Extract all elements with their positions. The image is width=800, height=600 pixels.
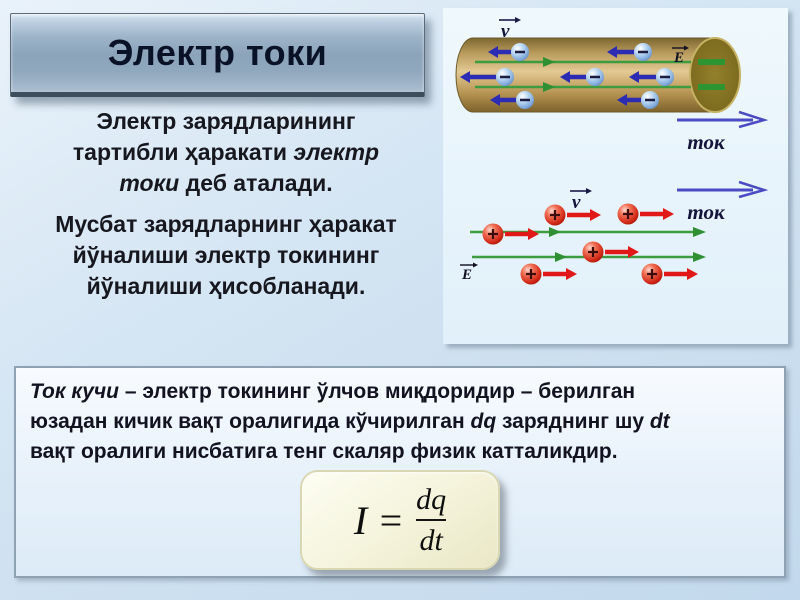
field-arrowhead-icon	[693, 227, 706, 237]
field-arrowhead-icon	[543, 57, 555, 67]
positive-velocity-arrow-icon	[505, 208, 698, 280]
field-arrowhead-icon	[549, 227, 561, 237]
field-line-icon	[475, 60, 691, 89]
velocity-vector-label: v	[570, 188, 592, 213]
current-label: ток	[687, 200, 726, 224]
text-line: Электр зарядларининг	[96, 108, 356, 134]
current-diagram: v E ток ток v	[455, 17, 769, 285]
field-arrowhead-icon	[543, 82, 555, 92]
text-line: йўналиши ҳисобланади.	[86, 273, 366, 299]
text-line: вақт оралиги нисбатига тенг скаляр физик…	[30, 440, 618, 463]
formula-denominator: dt	[416, 519, 447, 557]
paragraph-current-direction: Мусбат зарядларнинг ҳаракат йўналиши эле…	[22, 209, 430, 302]
text-line: юзадан кичик вақт оралигида кўчирилган d…	[30, 410, 670, 433]
title-box: Электр токи	[10, 13, 425, 97]
definition-box: Ток кучи – электр токининг ўлчов миқдори…	[14, 366, 786, 578]
svg-text:v: v	[501, 21, 510, 42]
formula-numerator: dq	[416, 482, 447, 516]
positive-charge-icon	[482, 203, 663, 285]
field-line-on-cap-icon	[698, 59, 725, 65]
electron-velocity-arrow-icon	[460, 46, 656, 106]
text-line: тартибли ҳаракати электр	[72, 139, 380, 165]
formula-lhs: I =	[353, 497, 405, 543]
field-arrowhead-icon	[555, 252, 567, 262]
svg-text:v: v	[572, 192, 581, 213]
illustration-panel: v E ток ток v	[443, 8, 788, 344]
formula-fraction: dq dt	[416, 482, 447, 557]
current-direction-arrow-icon	[677, 180, 769, 199]
paragraph-current-definition: Электр зарядларининг тартибли ҳаракати э…	[22, 106, 430, 199]
field-line-icon	[470, 230, 695, 259]
electron-icon	[496, 43, 674, 109]
field-line-on-cap-icon	[698, 84, 725, 90]
current-direction-arrow-icon	[677, 110, 769, 129]
svg-text:E: E	[461, 267, 472, 283]
formula-box: I = dq dt	[300, 470, 500, 570]
field-vector-label: E	[672, 45, 689, 66]
left-text-block: Электр зарядларининг тартибли ҳаракати э…	[22, 106, 430, 312]
page-title: Электр токи	[107, 32, 328, 73]
svg-text:E: E	[673, 50, 684, 66]
text-line: Мусбат зарядларнинг ҳаракат	[55, 211, 397, 237]
velocity-vector-label: v	[499, 17, 521, 42]
current-label: ток	[687, 130, 726, 154]
field-arrowhead-icon	[693, 252, 706, 262]
definition-text: Ток кучи – электр токининг ўлчов миқдори…	[16, 368, 784, 467]
field-vector-label: E	[460, 262, 478, 283]
text-line: йўналиши электр токининг	[72, 242, 380, 268]
text-line: токи деб аталади.	[119, 170, 333, 196]
text-line: Ток кучи – электр токининг ўлчов миқдори…	[30, 380, 636, 403]
